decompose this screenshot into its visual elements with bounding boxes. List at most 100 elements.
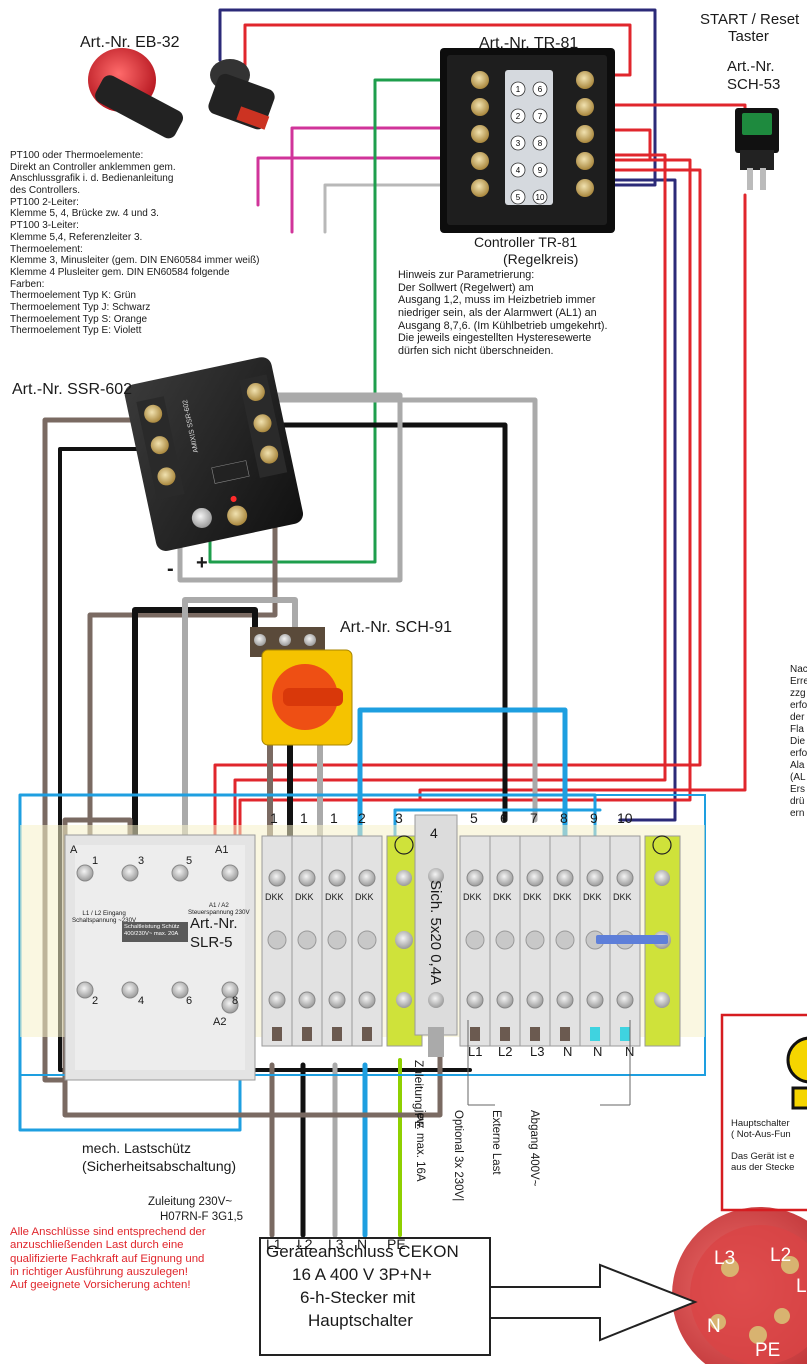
pt100-note: PT100 oder Thermoelemente: Direkt an Con… (10, 150, 260, 337)
pe-screw (395, 931, 413, 949)
supply-wire-label: L3 (328, 1236, 344, 1252)
slr5-screw (171, 981, 189, 999)
tr81-screw-left (471, 125, 489, 143)
plug-pin-label: N (707, 1316, 721, 1337)
contactor-caption-2: (Sicherheitsabschaltung) (82, 1158, 237, 1174)
terminal-number: 3 (395, 810, 403, 826)
sch91-switch (250, 627, 353, 746)
tr81-terminal-number: 3 (516, 139, 521, 148)
tr81-caption-1: Controller TR-81 (474, 234, 578, 250)
strip-bottom-label: N (593, 1044, 603, 1059)
strip-bottom-label: L3 (530, 1044, 545, 1059)
tr81-screw-right (576, 125, 594, 143)
plug-pin-label: L (796, 1276, 807, 1297)
wire-black-switch (132, 607, 258, 863)
terminal-screw (298, 991, 316, 1009)
tr81-terminal-number: 5 (516, 193, 521, 202)
tr81-terminal-number: 2 (516, 112, 521, 121)
start-title-1: START / Reset (700, 11, 800, 28)
pe-screw (654, 870, 670, 886)
tr81-terminal-marker (510, 135, 526, 151)
slr5-contactor (64, 834, 256, 1081)
start-title-2: Taster (728, 28, 769, 45)
tr81-screw-right (576, 179, 594, 197)
dkk-label: DKK (355, 892, 374, 902)
terminal-marker (560, 1027, 570, 1041)
wire-grey-ssr2 (237, 397, 538, 823)
cekon-line-4: Hauptschalter (308, 1311, 413, 1330)
tr81-caption-2: (Regelkreis) (503, 251, 579, 267)
tr81-screw-left (471, 152, 489, 170)
zuleitung-line-2: H07RN-F 3G1,5 (160, 1211, 244, 1223)
ssr-plus: + (196, 552, 208, 574)
terminal-screw (556, 991, 574, 1009)
terminal-marker (332, 1027, 342, 1041)
abgang-line-4: jew. max. 16A (413, 1110, 426, 1182)
terminal-screw (268, 991, 286, 1009)
terminal-number: 1 (300, 810, 308, 826)
fuse-label: Sich. 5x20 0,4A (427, 880, 444, 986)
wire-brown-ssr (42, 417, 153, 1083)
cekon-line-3: 6-h-Stecker mit (300, 1288, 416, 1307)
terminal-screw (586, 869, 604, 887)
slr5-bottom-number: 4 (138, 995, 145, 1007)
terminal-number: 1 (270, 810, 278, 826)
terminal-screw (616, 869, 634, 887)
tr81-terminal-marker (532, 81, 548, 97)
start-art-1: Art.-Nr. (727, 58, 775, 75)
slr-a-left: A (70, 844, 78, 856)
terminal-marker (620, 1027, 630, 1041)
terminal-screw (328, 991, 346, 1009)
slr5-top-number: 5 (186, 855, 193, 867)
tr81-terminal-marker (510, 189, 526, 205)
slr-rating-caption: Schaltleistung Schütz 400/230V~ max. 20A (124, 924, 180, 937)
tr81-terminal-number: 10 (536, 193, 545, 202)
strip-bottom-label: L2 (498, 1044, 513, 1059)
terminal-socket (555, 930, 575, 950)
ground-symbol-icon (652, 835, 672, 855)
contactor-caption-1: mech. Lastschütz (82, 1140, 191, 1156)
dkk-label: DKK (325, 892, 344, 902)
plug-pin-label: L3 (714, 1248, 736, 1269)
terminal-screw (358, 869, 376, 887)
slr5-top-number: 3 (138, 855, 145, 867)
slr5-screw (76, 864, 94, 882)
slr-input-caption: L1 / L2 Eingang Schaltspannung ~230V (72, 910, 137, 925)
slr-a1: A1 (215, 844, 229, 856)
wire-black-ssr-in (58, 447, 472, 1072)
supply-wire-label: L2 (297, 1236, 313, 1252)
warning-box (720, 1013, 807, 1212)
terminal-number: 10 (617, 810, 633, 826)
strip-bottom-label: N (563, 1044, 573, 1059)
wire-red-tr81-9 (233, 153, 667, 872)
terminal-socket (327, 930, 347, 950)
sch91-label: Art.-Nr. SCH-91 (340, 619, 453, 636)
slr5-bottom-number: 8 (232, 995, 239, 1007)
dkk-label: DKK (583, 892, 602, 902)
terminal-socket (297, 930, 317, 950)
dkk-label: DKK (553, 892, 572, 902)
supply-wire-label: PE (387, 1236, 406, 1252)
tr81-terminal-number: 7 (538, 112, 543, 121)
dkk-label: DKK (265, 892, 284, 902)
pe-screw (396, 870, 412, 886)
abgang-block: Abgang 400V~ Externe Last Optional 3x 23… (401, 1110, 565, 1201)
tr81-terminal-number: 9 (538, 166, 543, 175)
dkk-label: DKK (523, 892, 542, 902)
tr81-terminal-number: 4 (516, 166, 521, 175)
tr81-terminal-marker (532, 108, 548, 124)
tr81-screw-right (576, 71, 594, 89)
supply-wire-label: N (357, 1236, 368, 1252)
slr-a2: A2 (213, 1016, 227, 1028)
slr5-bottom-number: 2 (92, 995, 99, 1007)
terminal-number: 9 (590, 810, 598, 826)
slr5-label-2: SLR-5 (190, 934, 233, 951)
slr-control-caption: A1 / A2 Steuerspannung 230V (188, 902, 250, 917)
terminal-screw (466, 991, 484, 1009)
terminal-number: 5 (470, 810, 478, 826)
pe-screw (396, 992, 412, 1008)
terminal-marker (272, 1027, 282, 1041)
terminal-marker (470, 1027, 480, 1041)
abgang-line-3: Optional 3x 230V| (451, 1110, 464, 1202)
terminal-screw (328, 869, 346, 887)
